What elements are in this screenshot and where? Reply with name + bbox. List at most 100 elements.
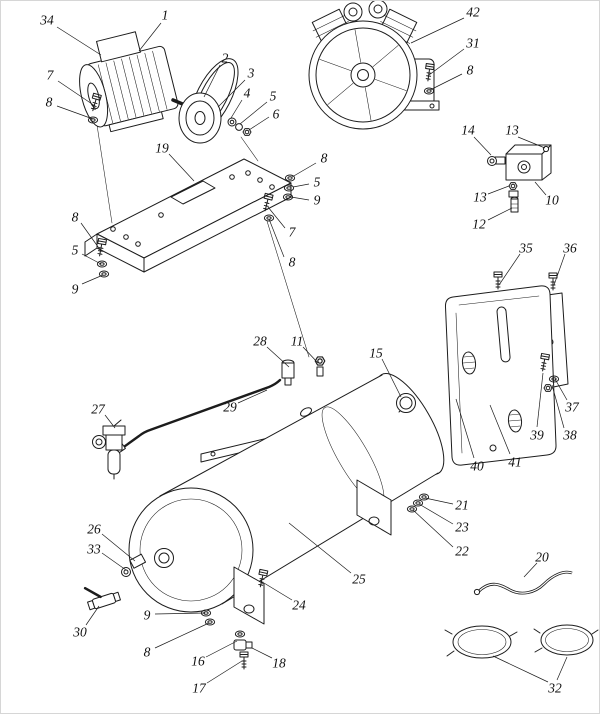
leader-line-29: [237, 389, 268, 404]
leader-line-8: [268, 218, 285, 258]
belt-guard: [444, 285, 569, 466]
flywheel-spokes: [319, 29, 407, 121]
callout-5: 5: [314, 175, 321, 190]
callout-35: 35: [518, 241, 533, 256]
regulator-gauge: [92, 435, 106, 449]
callout-9: 9: [72, 282, 79, 297]
leader-line-22: [412, 509, 454, 548]
callout-31: 31: [465, 36, 480, 51]
plug-fitting: [129, 553, 147, 569]
callout-13: 13: [473, 190, 487, 205]
callout-38: 38: [562, 428, 577, 443]
rear-leg: [356, 479, 392, 536]
leader-line-11: [302, 346, 319, 364]
callout-19: 19: [155, 141, 169, 156]
callout-21: 21: [455, 498, 469, 513]
callout-25: 25: [352, 572, 366, 587]
callout-8: 8: [72, 210, 79, 225]
leader-line-13: [487, 185, 510, 195]
leader-line-41: [489, 404, 511, 455]
callout-42: 42: [466, 5, 480, 20]
mounting-plate: [84, 158, 292, 273]
callout-40: 40: [470, 459, 484, 474]
leader-line-42: [410, 17, 465, 44]
leader-line-28: [266, 346, 290, 368]
valve-handle: [83, 586, 102, 599]
callout-33: 33: [86, 542, 101, 557]
leader-line-24: [263, 582, 293, 601]
washer-icon: [263, 214, 275, 222]
ball-valve: [83, 586, 121, 611]
callout-27: 27: [91, 402, 106, 417]
callout-37: 37: [564, 400, 580, 415]
leader-line-8: [154, 622, 210, 649]
washer-icon: [418, 493, 430, 501]
leader-line-8: [80, 222, 102, 252]
leader-line-7: [57, 80, 96, 107]
motor-fins: [97, 50, 168, 124]
leader-line-15: [381, 358, 402, 398]
callout-8: 8: [321, 151, 328, 166]
callout-28: 28: [253, 334, 267, 349]
filter-regulator: [92, 419, 126, 480]
seal-ring: [121, 567, 131, 577]
tank-front-cap: [128, 487, 254, 613]
leader-line-3: [217, 79, 246, 108]
washer-icon: [96, 260, 108, 268]
motor-foot: [108, 111, 164, 133]
guard-slot: [496, 306, 511, 363]
leader-line-1: [138, 22, 162, 52]
screw-icon: [542, 145, 550, 153]
leader-line-9: [290, 196, 310, 201]
callout-16: 16: [191, 654, 205, 669]
tank-front-port: [154, 548, 174, 568]
guard-cover: [444, 285, 557, 466]
callout-17: 17: [192, 681, 207, 696]
callout-5: 5: [72, 243, 79, 258]
callout-30: 30: [72, 625, 87, 640]
air-filter: [368, 1, 388, 19]
leader-line-9: [154, 612, 206, 615]
callout-20: 20: [535, 550, 549, 565]
callout-23: 23: [455, 520, 469, 535]
leader-line-18: [251, 647, 273, 659]
tank-fitting: [314, 356, 326, 377]
leader-line-35: [498, 253, 521, 286]
leader-line-4: [230, 99, 243, 119]
callout-3: 3: [247, 66, 255, 81]
callout-34: 34: [39, 13, 54, 28]
callout-26: 26: [87, 522, 101, 537]
washer-icon: [406, 505, 418, 513]
air-filter: [343, 2, 363, 22]
callout-13: 13: [505, 123, 519, 138]
tank-top-port: [300, 407, 312, 417]
bolt-icon: [239, 651, 249, 670]
callout-12: 12: [472, 217, 486, 232]
motor-terminal-box: [96, 31, 141, 63]
air-hose: [473, 570, 573, 596]
callout-41: 41: [508, 455, 522, 470]
front-leg: [233, 566, 265, 625]
pump-assembly: [308, 1, 440, 130]
callout-8: 8: [46, 95, 53, 110]
callout-29: 29: [223, 400, 237, 415]
leader-line-5: [292, 183, 310, 188]
leader-line-31: [428, 48, 465, 76]
callout-32: 32: [547, 681, 562, 696]
discharge-pipe: [119, 378, 282, 451]
leader-line-32: [556, 656, 568, 681]
leader-line-37: [554, 378, 568, 401]
leader-line-2: [203, 64, 221, 98]
leader-line-25: [288, 522, 352, 574]
callout-8: 8: [467, 63, 474, 78]
callout-22: 22: [455, 544, 469, 559]
leader-line-27: [104, 414, 116, 429]
callout-14: 14: [461, 123, 475, 138]
pressure-gauge: [396, 393, 416, 413]
callout-7: 7: [289, 225, 297, 240]
callout-2: 2: [222, 51, 229, 66]
leader-line-8: [429, 73, 463, 91]
callout-18: 18: [272, 656, 286, 671]
